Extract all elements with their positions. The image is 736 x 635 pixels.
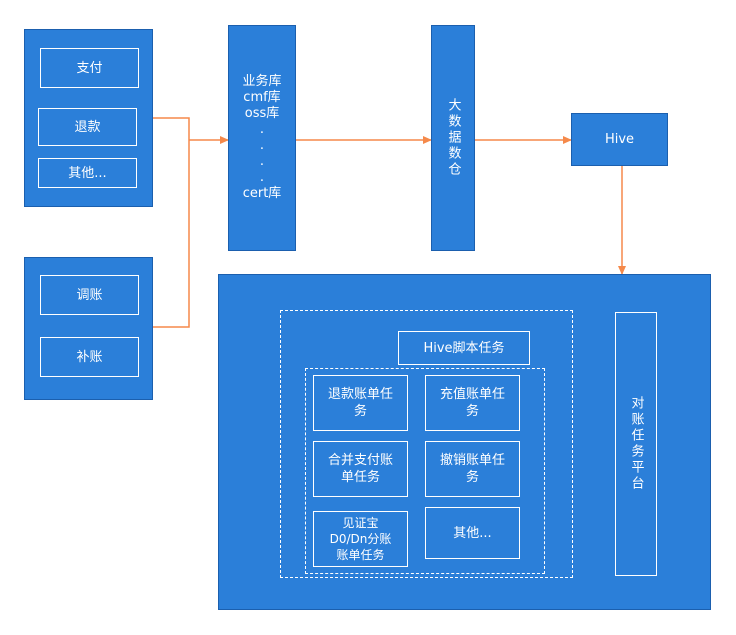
data-warehouse-label: 大数据数仓: [445, 98, 461, 178]
task-witness-split-bill: 见证宝 D0/Dn分账 账单任务: [313, 511, 408, 567]
reconciliation-platform: Hive脚本任务 退款账单任务 充值账单任务 合并支付账 单任务 撤销账单任务 …: [218, 274, 711, 610]
db-line-dot: .: [259, 170, 265, 185]
source-item-refund: 退款: [38, 108, 137, 146]
billing-task-inner-dashed: [305, 368, 545, 574]
connector-group1-line: [153, 117, 190, 140]
db-line-oss: oss库: [244, 106, 280, 121]
source-group-1: 支付 退款 其他...: [24, 29, 153, 207]
source-item-pay: 支付: [40, 48, 139, 88]
db-line-dot: .: [259, 154, 265, 169]
db-line-dot: .: [259, 138, 265, 153]
source-item-other: 其他...: [38, 158, 137, 188]
reconciliation-platform-label: 对账任务平台: [628, 396, 644, 492]
db-line-cmf: cmf库: [243, 90, 281, 105]
hive-script-task: Hive脚本任务: [398, 331, 530, 365]
hive-task-outer-dashed: [280, 310, 573, 578]
db-line-cert: cert库: [242, 186, 282, 201]
source-item-adjust: 调账: [40, 275, 139, 315]
connector-group2-line: [153, 140, 190, 328]
source-item-supplement: 补账: [40, 337, 139, 377]
source-group-2: 调账 补账: [24, 257, 153, 400]
db-line-dot: .: [259, 122, 265, 137]
data-warehouse-box: 大数据数仓: [431, 25, 475, 251]
task-merged-payment-bill: 合并支付账 单任务: [313, 441, 408, 497]
task-other: 其他...: [425, 507, 520, 559]
hive-box: Hive: [571, 113, 668, 166]
task-recharge-bill: 充值账单任务: [425, 375, 520, 431]
task-refund-bill: 退款账单任务: [313, 375, 408, 431]
db-line-business: 业务库: [242, 74, 282, 89]
reconciliation-platform-label-box: 对账任务平台: [615, 312, 657, 576]
task-revoke-bill: 撤销账单任务: [425, 441, 520, 497]
hive-label: Hive: [604, 132, 635, 147]
database-box: 业务库 cmf库 oss库 . . . . cert库: [228, 25, 296, 251]
